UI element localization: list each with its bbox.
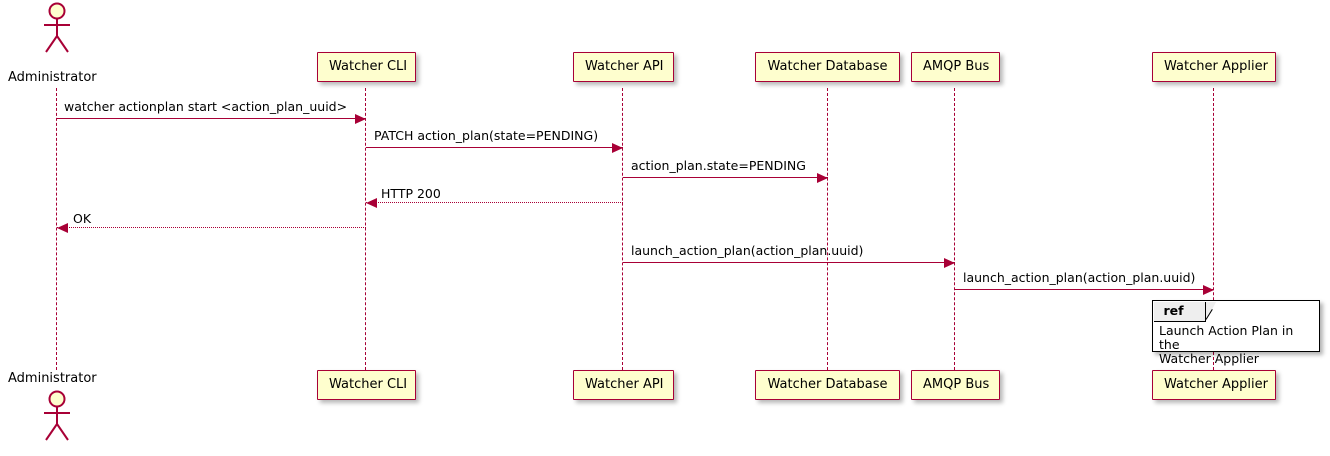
participant-box-watcher-cli[interactable]: Watcher CLI bbox=[317, 52, 416, 82]
message-label-msg-patch-action-plan: PATCH action_plan(state=PENDING) bbox=[374, 128, 599, 143]
participant-foot-box-watcher-api[interactable]: Watcher API bbox=[573, 370, 674, 400]
actor-figure-administrator bbox=[37, 2, 77, 53]
message-label-msg-watcher-actionplan-start: watcher actionplan start <action_plan_uu… bbox=[64, 99, 348, 114]
arrow-head-msg-action-plan-state-pending bbox=[817, 172, 828, 183]
message-label-msg-http-200: HTTP 200 bbox=[381, 186, 441, 201]
lifeline-watcher-api bbox=[622, 88, 624, 370]
participant-box-watcher-database[interactable]: Watcher Database bbox=[755, 52, 900, 82]
arrow-head-msg-launch-action-plan-amqp bbox=[944, 257, 955, 268]
lifeline-watcher-cli bbox=[365, 88, 367, 370]
message-label-msg-launch-action-plan-applier: launch_action_plan(action_plan.uuid) bbox=[963, 270, 1196, 285]
lifeline-watcher-applier bbox=[1213, 88, 1215, 370]
participant-box-watcher-applier[interactable]: Watcher Applier bbox=[1152, 52, 1276, 82]
message-line-msg-patch-action-plan bbox=[366, 147, 623, 148]
lifeline-administrator bbox=[56, 88, 58, 370]
actor-figure-foot-administrator bbox=[37, 390, 77, 441]
ref-fragment-tab-notch-icon bbox=[1205, 301, 1216, 321]
message-line-msg-action-plan-state-pending bbox=[623, 177, 828, 178]
participant-box-amqp-bus[interactable]: AMQP Bus bbox=[911, 52, 1000, 82]
participant-box-watcher-api[interactable]: Watcher API bbox=[573, 52, 674, 82]
lifeline-watcher-database bbox=[827, 88, 829, 370]
message-line-msg-http-200 bbox=[366, 202, 623, 203]
message-label-msg-action-plan-state-pending: action_plan.state=PENDING bbox=[631, 158, 806, 173]
ref-fragment-body-text: Launch Action Plan in the Watcher Applie… bbox=[1159, 323, 1294, 366]
participant-foot-box-watcher-applier[interactable]: Watcher Applier bbox=[1152, 370, 1276, 400]
message-line-msg-launch-action-plan-amqp bbox=[623, 262, 955, 263]
arrow-head-msg-launch-action-plan-applier bbox=[1203, 284, 1214, 295]
ref-fragment-tab-label: ref bbox=[1153, 301, 1206, 322]
arrow-head-msg-ok bbox=[57, 222, 68, 233]
arrow-head-msg-patch-action-plan bbox=[612, 142, 623, 153]
lifeline-amqp-bus bbox=[954, 88, 956, 370]
arrow-head-msg-http-200 bbox=[366, 197, 377, 208]
participant-label-administrator: Administrator bbox=[8, 70, 97, 85]
message-label-msg-ok: OK bbox=[73, 211, 92, 226]
participant-foot-label-administrator: Administrator bbox=[8, 371, 97, 386]
message-line-msg-launch-action-plan-applier bbox=[955, 289, 1214, 290]
participant-foot-box-amqp-bus[interactable]: AMQP Bus bbox=[911, 370, 1000, 400]
participant-foot-box-watcher-cli[interactable]: Watcher CLI bbox=[317, 370, 416, 400]
participant-foot-box-watcher-database[interactable]: Watcher Database bbox=[755, 370, 900, 400]
arrow-head-msg-watcher-actionplan-start bbox=[355, 113, 366, 124]
message-label-msg-launch-action-plan-amqp: launch_action_plan(action_plan.uuid) bbox=[631, 243, 864, 258]
message-line-msg-ok bbox=[57, 227, 366, 228]
message-line-msg-watcher-actionplan-start bbox=[57, 118, 366, 119]
